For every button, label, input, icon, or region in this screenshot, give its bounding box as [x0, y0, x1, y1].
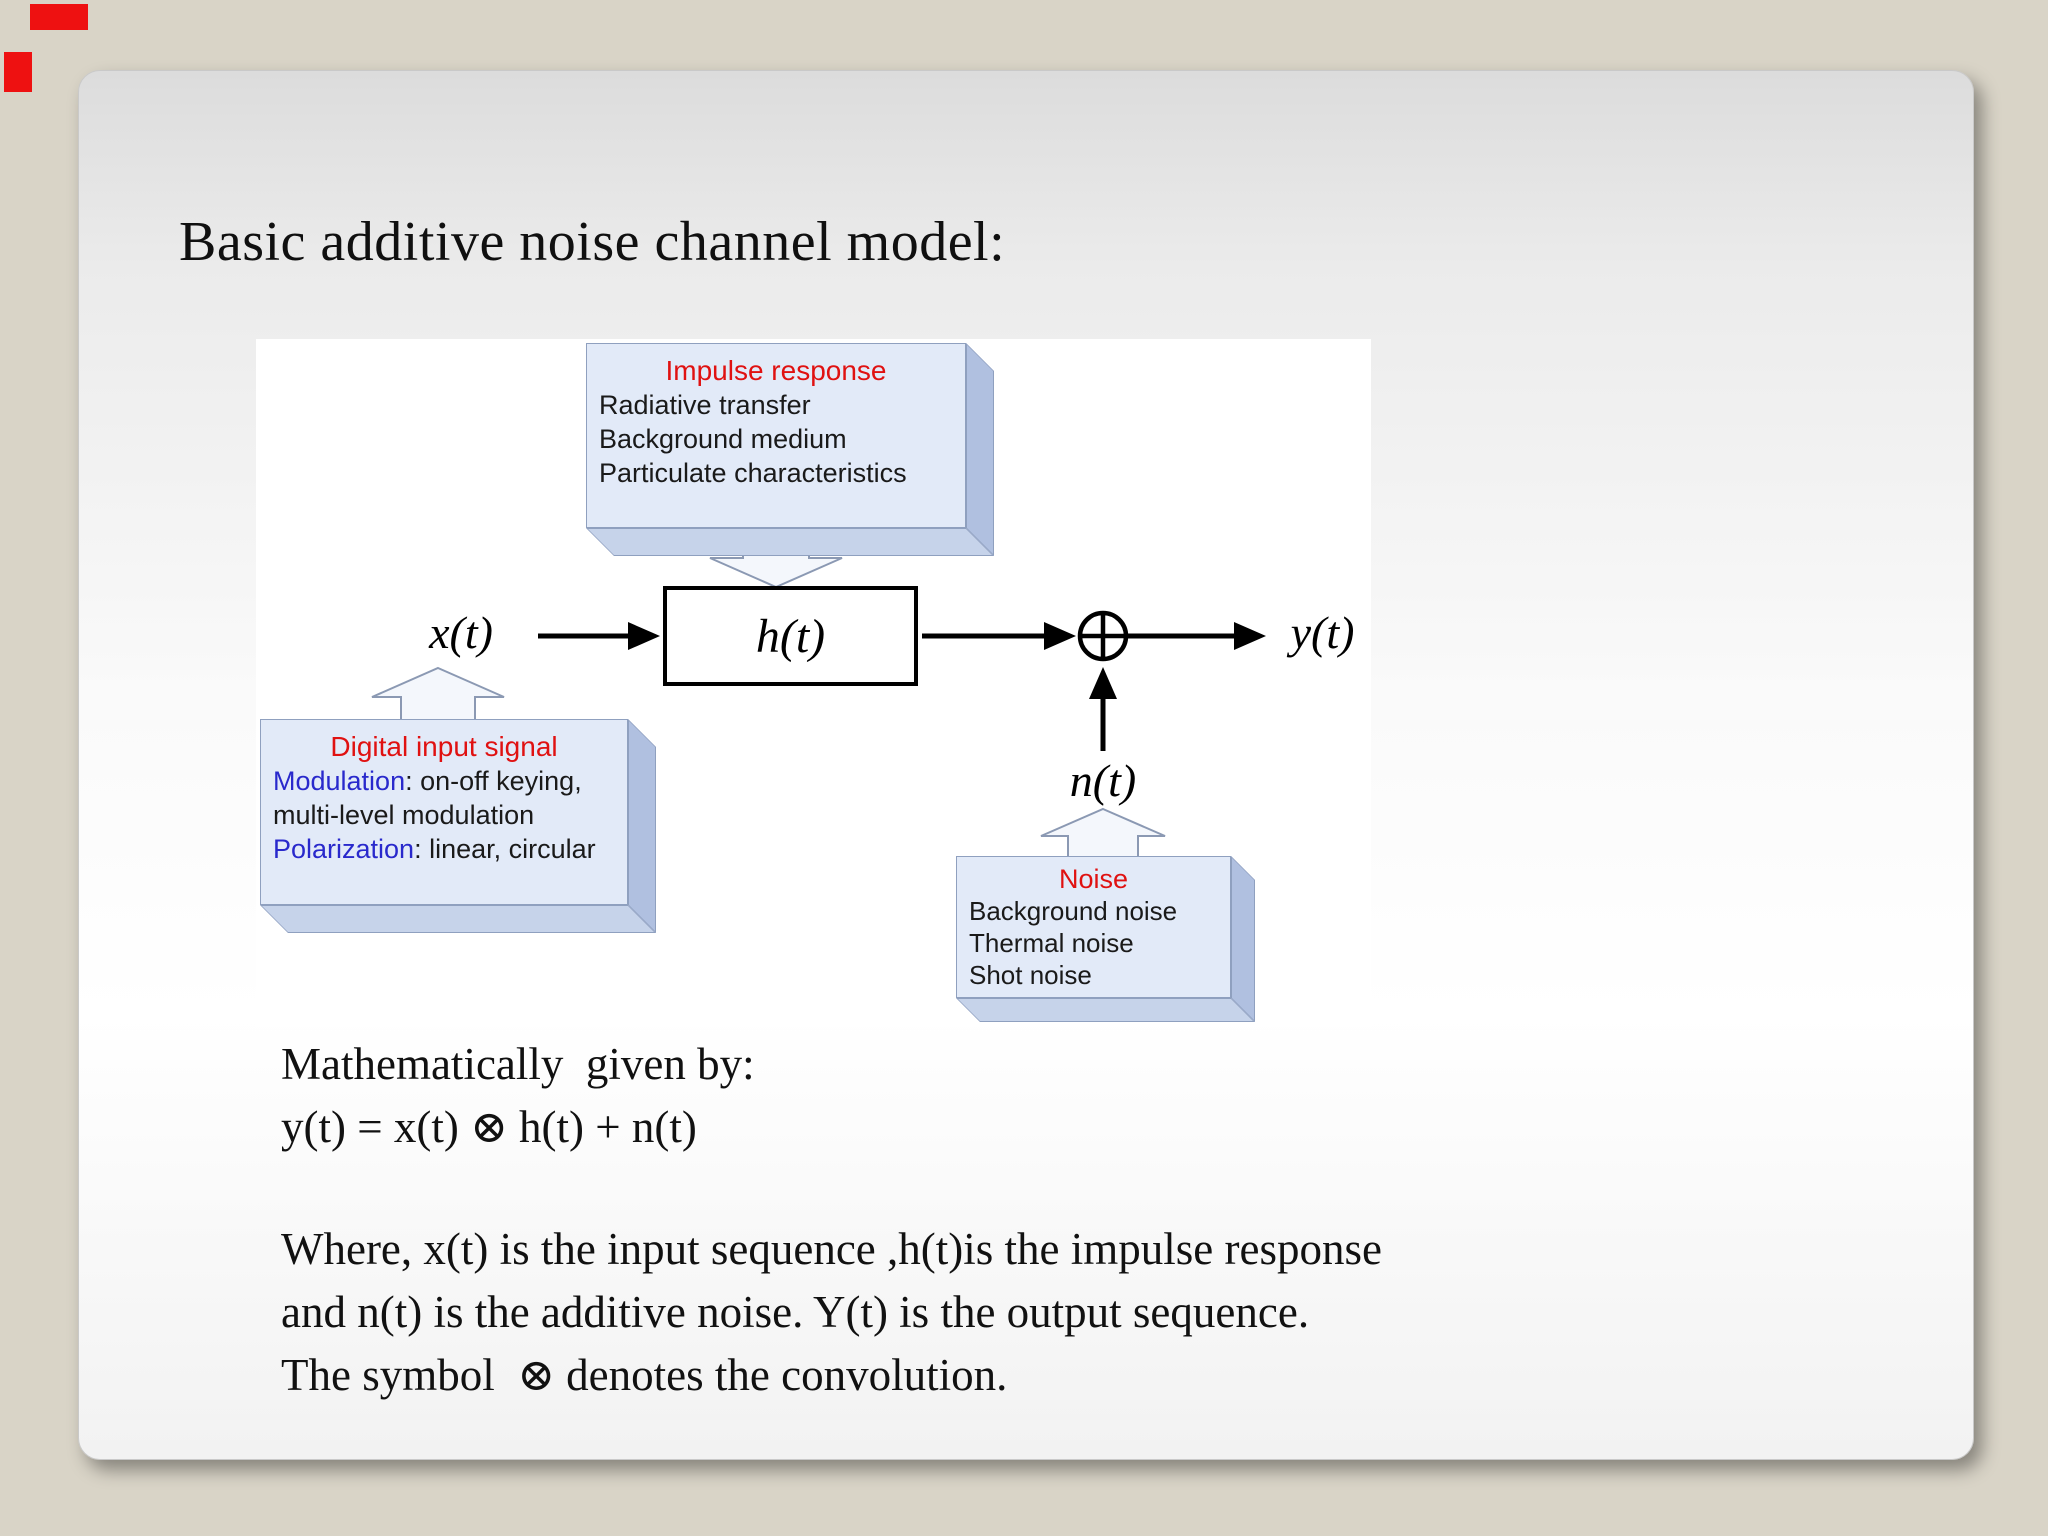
body-line-4: and n(t) is the additive noise. Y(t) is … [281, 1287, 1310, 1337]
panel-edge-bottom [956, 998, 1255, 1022]
impulse-panel-title: Impulse response [665, 355, 887, 386]
output-signal-label: y(t) [1290, 607, 1355, 658]
impulse-panel-line: Background medium [599, 424, 847, 454]
noise-panel-face: Noise Background noise Thermal noise Sho… [956, 856, 1231, 998]
impulse-panel-line: Radiative transfer [599, 390, 811, 420]
arrowhead-x-to-h-icon [628, 622, 660, 650]
digital-input-callout: Digital input signal Modulation: on-off … [260, 719, 656, 933]
arrowhead-adder-to-y-icon [1234, 622, 1266, 650]
impulse-panel-line: Particulate characteristics [599, 458, 907, 488]
channel-model-diagram: Impulse response Radiative transfer Back… [256, 339, 1371, 1027]
digital-panel-line: multi-level modulation [273, 800, 535, 830]
panel-edge-bottom [586, 528, 994, 556]
noise-callout: Noise Background noise Thermal noise Sho… [956, 856, 1255, 1022]
body-gap [281, 1159, 1382, 1218]
digital-panel-title: Digital input signal [330, 731, 558, 762]
block-arrow-up-noise-icon [1040, 807, 1166, 859]
digital-panel-line-polarization: Polarization: linear, circular [261, 832, 627, 866]
arrowhead-n-to-adder-icon [1089, 667, 1117, 699]
noise-panel-line: Thermal noise [969, 928, 1134, 958]
arrowhead-h-to-adder-icon [1044, 622, 1076, 650]
body-line-1: Mathematically given by: [281, 1039, 755, 1089]
modulation-label: Modulation [273, 766, 406, 796]
digital-panel-face: Digital input signal Modulation: on-off … [260, 719, 628, 905]
panel-edge-right [966, 343, 994, 556]
digital-panel-line-modulation: Modulation: on-off keying, [261, 764, 627, 798]
polarization-label: Polarization [273, 834, 415, 864]
noise-panel-line: Shot noise [969, 960, 1092, 990]
body-line-2-equation: y(t) = x(t) ⊗ h(t) + n(t) [281, 1102, 697, 1152]
modulation-value: : on-off keying, [405, 766, 582, 796]
system-block: h(t) [663, 586, 918, 686]
red-marker-top [30, 4, 88, 30]
body-line-5: The symbol ⊗ denotes the convolution. [281, 1350, 1008, 1400]
body-line-3: Where, x(t) is the input sequence ,h(t)i… [281, 1224, 1382, 1274]
panel-edge-right [1231, 856, 1255, 1022]
noise-signal-label: n(t) [1069, 755, 1137, 806]
slide-title: Basic additive noise channel model: [179, 211, 1006, 273]
noise-panel-line: Background noise [969, 896, 1178, 926]
input-signal-label: x(t) [429, 607, 493, 658]
impulse-panel-face: Impulse response Radiative transfer Back… [586, 343, 966, 528]
impulse-response-callout: Impulse response Radiative transfer Back… [586, 343, 994, 556]
slide: Basic additive noise channel model: [78, 70, 1974, 1460]
signal-flow-graphics [371, 527, 1266, 859]
noise-panel-title: Noise [1058, 864, 1129, 894]
panel-edge-bottom [260, 905, 656, 933]
polarization-value: : linear, circular [414, 834, 596, 864]
panel-edge-right [628, 719, 656, 933]
block-arrow-up-digital-icon [371, 666, 505, 722]
red-marker-left [4, 52, 32, 92]
body-text: Mathematically given by: y(t) = x(t) ⊗ h… [281, 1033, 1382, 1407]
